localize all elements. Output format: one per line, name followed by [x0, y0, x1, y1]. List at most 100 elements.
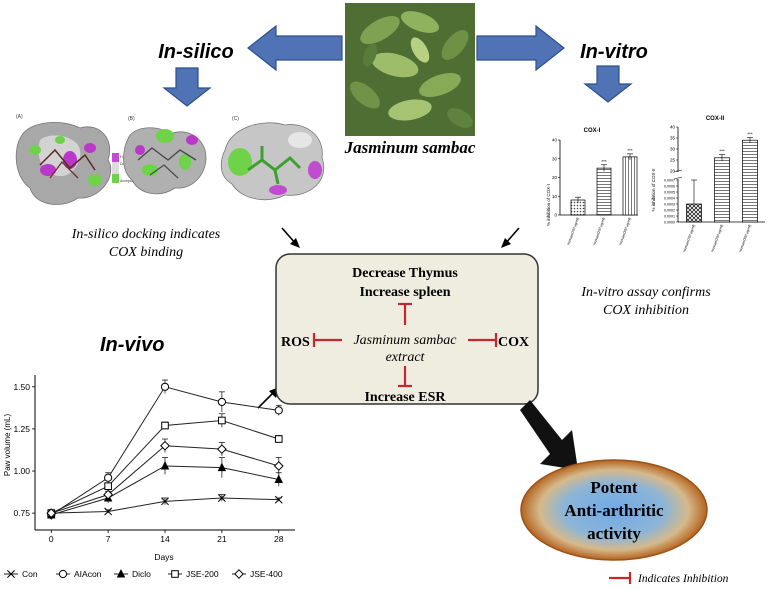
cox2-bar	[742, 139, 758, 223]
cox1-significance-label: ***	[627, 148, 633, 153]
cox2-y-tick-label: 0.0005	[664, 190, 675, 194]
outcome-ellipse: Potent Anti-arthritic activity	[520, 459, 708, 561]
paw-data-point	[216, 444, 227, 455]
leaf	[419, 72, 461, 98]
leaf	[350, 81, 380, 109]
paw-data-point	[160, 440, 170, 451]
cox1-y-tick-label: 20	[552, 175, 558, 180]
paw-legend-item-jse-200: JSE-200	[168, 569, 219, 579]
cox2-bar	[686, 203, 702, 223]
cox2-category-label: mussan(300 µg/ml)	[738, 224, 752, 253]
leaf	[447, 108, 473, 128]
mechanism-box-frame	[275, 253, 539, 405]
paw-data-point	[274, 474, 283, 483]
cox2-y-tick-label: 0.0007	[664, 178, 675, 182]
cox1-y-tick-label: 30	[552, 156, 558, 161]
paw-legend-label: Con	[22, 569, 38, 579]
cox2-bar	[714, 157, 730, 223]
paw-data-point	[274, 435, 283, 443]
paw-data-point	[103, 489, 114, 500]
paw-data-point	[160, 460, 170, 470]
in-silico-caption-line-1: In-silico docking indicates	[71, 227, 221, 242]
mechanism-top-line-2: Increase spleen	[359, 285, 450, 300]
paw-y-tick-label: 0.75	[13, 508, 30, 518]
arrow-to-in-silico	[247, 24, 343, 72]
cox2-y-tick-label: 35	[670, 136, 676, 141]
mechanism-top-line-1: Decrease Thymus	[352, 266, 458, 281]
cox1-bar-chart: COX-I % inhibition of COX-I 010203040mus…	[546, 128, 638, 246]
cox2-y-tick-label: 0.0003	[664, 202, 675, 206]
paw-legend-item-con: Con	[4, 569, 38, 579]
paw-legend-marker	[171, 570, 179, 578]
paw-legend-marker	[58, 569, 68, 579]
cox2-significance-label: ***	[719, 149, 725, 154]
inhibition-legend-label: Indicates Inhibition	[637, 573, 729, 585]
inhibition-to-esr	[398, 366, 412, 388]
paw-legend-label: JSE-200	[186, 569, 219, 579]
in-vitro-title: In-vitro	[580, 41, 648, 63]
arrow-vitro-to-center	[501, 227, 520, 248]
mechanism-bottom-label: Increase ESR	[364, 390, 446, 405]
paw-legend-label: Diclo	[132, 569, 151, 579]
docking-panel-label: (C)	[232, 116, 239, 122]
cox1-category-label: mussan(100 µg/ml)	[566, 217, 580, 246]
mechanism-center-line-2: extract	[386, 350, 426, 365]
outcome-line-3: activity	[587, 524, 641, 543]
cox1-category-label: mussan(300 µg/ml)	[618, 217, 632, 246]
paw-data-point	[217, 397, 226, 407]
in-silico-caption-line-2: COX binding	[109, 245, 183, 260]
docking-surface-c	[220, 122, 325, 201]
paw-data-point	[161, 421, 169, 430]
cox2-y-tick-label: 25	[670, 158, 676, 163]
cox2-y-tick-label: 0.0000	[664, 220, 675, 224]
paw-data-point	[217, 462, 227, 472]
paw-legend-marker	[116, 569, 126, 578]
paw-legend-item-aiacon: AIAcon	[56, 569, 102, 579]
paw-legend-item-diclo: Diclo	[114, 569, 151, 579]
paw-data-point	[104, 507, 113, 516]
cox2-y-tick-label: 20	[670, 169, 676, 174]
in-vitro-caption-line-1: In-vitro assay confirms	[580, 285, 711, 300]
paw-legend-label: AIAcon	[74, 569, 102, 579]
paw-data-point	[218, 416, 226, 425]
cox2-chart-title: COX-II	[706, 116, 725, 122]
cox2-axis-break-mark	[673, 176, 683, 180]
cox2-y-axis-label: % inhibition of COX-II	[651, 168, 656, 211]
in-vivo-title: In-vivo	[100, 334, 164, 356]
paw-data-point	[161, 497, 169, 506]
docking-surface-a	[15, 122, 112, 205]
paw-y-tick-label: 1.00	[13, 466, 30, 476]
arrow-silico-to-center	[281, 227, 300, 248]
in-silico-title: In-silico	[158, 41, 234, 63]
arrow-to-in-vitro	[476, 24, 565, 72]
outcome-line-1: Potent	[590, 478, 638, 497]
paw-x-tick-label: 7	[106, 534, 111, 544]
cox1-category-label: mussan(200 µg/ml)	[592, 217, 606, 246]
cox2-y-tick-label: 0.0002	[664, 208, 675, 212]
paw-data-point	[273, 461, 284, 471]
leaf	[388, 99, 432, 121]
arrow-down-in-vitro	[583, 65, 633, 103]
paw-data-point	[274, 495, 283, 504]
in-vitro-caption-line-2: COX inhibition	[603, 303, 689, 318]
leaf	[441, 30, 469, 60]
plant-name: Jasminum sambac	[344, 138, 476, 157]
cox1-y-tick-label: 40	[552, 138, 558, 143]
inhibition-to-ros	[312, 333, 342, 347]
leaf	[371, 52, 419, 78]
cox1-y-tick-label: 0	[554, 213, 557, 218]
cox2-y-tick-label: 0.0004	[664, 196, 675, 200]
paw-legend-marker	[7, 570, 15, 578]
paw-data-point	[274, 406, 283, 415]
paw-series-jse-400	[46, 438, 284, 519]
cox2-y-tick-label: 30	[670, 147, 676, 152]
mechanism-cox-label: COX	[498, 335, 529, 350]
paw-legend-marker	[234, 569, 244, 579]
outcome-ellipse-shape	[520, 459, 708, 561]
paw-y-axis-label: Paw volume (mL)	[3, 414, 12, 477]
cox1-y-axis-label: % inhibition of COX-I	[546, 184, 551, 226]
cox1-y-tick-label: 10	[552, 194, 558, 199]
paw-x-tick-label: 28	[274, 534, 284, 544]
